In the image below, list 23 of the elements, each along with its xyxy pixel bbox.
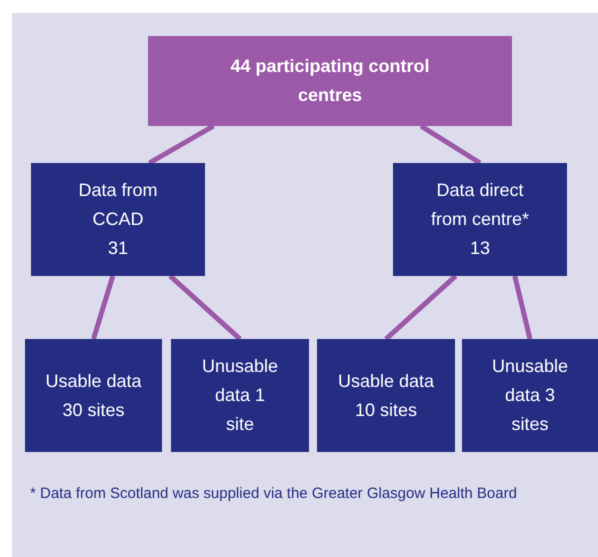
connector-line [168,274,242,341]
data-box [462,339,598,452]
box-text: 31 [106,237,130,260]
data-box [31,163,205,276]
data-box [393,163,567,276]
box-text: Data direct from centre* [430,179,530,231]
connector-line [512,275,532,340]
box-text: Usable data 10 sites [336,370,436,422]
box-text: Data from CCAD [77,179,159,231]
box-text: 44 participating control centres [229,55,431,107]
root-box [148,36,512,126]
connector-line [91,275,116,340]
footnote: * Data from Scotland was supplied via the Greater Glasgow Health Board [30,484,518,504]
box-text: Usable data 30 sites [44,370,143,422]
box-text: Unusable data 3 sites [490,355,570,436]
box-text: Unusable data 1 site [200,355,280,436]
data-box [25,339,162,452]
connector-line [148,124,215,166]
data-box [171,339,309,452]
connector-line [384,274,458,341]
data-box [317,339,455,452]
box-text: 13 [468,237,492,260]
connector-line [420,124,482,166]
